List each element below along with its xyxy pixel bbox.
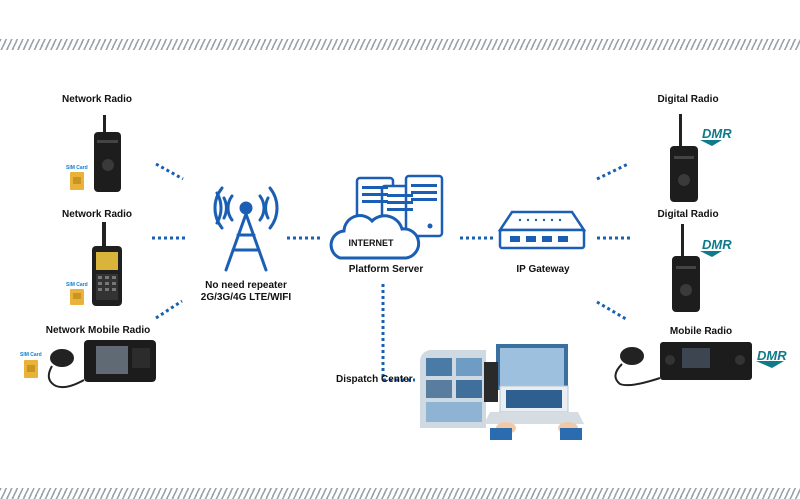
ip-gateway-icon — [497, 210, 587, 250]
digital-radio-2-image — [672, 224, 700, 312]
sim-card-3-image — [24, 360, 38, 378]
tower-icon — [215, 191, 270, 272]
tower-caption-line2: 2G/3G/4G LTE/WIFI — [200, 292, 292, 303]
tower-caption-line1: No need repeater — [205, 280, 287, 291]
network-radio-2-image — [92, 222, 122, 306]
tower-waves — [213, 186, 279, 230]
connector-lines — [152, 162, 632, 382]
gateway-ports — [510, 236, 568, 242]
sim-card-1-label: SIM Card — [66, 165, 88, 171]
top-hatched-border — [0, 39, 800, 50]
cloud-shape — [329, 214, 421, 260]
network-mobile-radio-image — [47, 340, 156, 389]
digital-radio-1-image — [670, 114, 698, 202]
platform-server-label: Platform Server — [348, 264, 424, 275]
network-mobile-radio-label: Network Mobile Radio — [45, 325, 151, 336]
dmr-badge-1: DMR — [702, 126, 732, 141]
sim-card-2-image — [70, 289, 84, 305]
bottom-hatched-border — [0, 488, 800, 499]
mobile-radio-label: Mobile Radio — [669, 326, 733, 337]
server-slots — [362, 184, 437, 237]
link-mobile-radio — [596, 300, 627, 321]
sim-card-3-label: SIM Card — [20, 352, 42, 358]
sim-card-2-label: SIM Card — [66, 282, 88, 288]
dmr-badge-2: DMR — [702, 237, 732, 252]
dispatch-center-label: Dispatch Center — [336, 374, 413, 385]
network-radio-1-image — [94, 115, 121, 192]
dmr-logo-3 — [756, 361, 784, 368]
dmr-logo-1 — [700, 140, 722, 146]
digital-radio-1-label: Digital Radio — [657, 94, 719, 105]
dmr-logo-2 — [700, 251, 722, 257]
link-network-mobile-radio — [155, 299, 183, 320]
ip-gateway-label: IP Gateway — [516, 264, 570, 275]
sim-card-1-image — [70, 172, 84, 190]
mobile-radio-image — [614, 342, 752, 387]
internet-label: INTERNET — [348, 238, 394, 248]
link-dispatch — [381, 284, 415, 382]
network-radio-2-label: Network Radio — [61, 209, 133, 220]
gateway-dots — [518, 218, 562, 222]
digital-radio-2-label: Digital Radio — [657, 209, 719, 220]
link-network-radio-1 — [155, 162, 184, 181]
link-digital-radio-1 — [596, 162, 629, 181]
network-radio-1-label: Network Radio — [61, 94, 133, 105]
dmr-badge-3: DMR — [757, 348, 787, 363]
dispatch-center-image — [420, 344, 584, 440]
